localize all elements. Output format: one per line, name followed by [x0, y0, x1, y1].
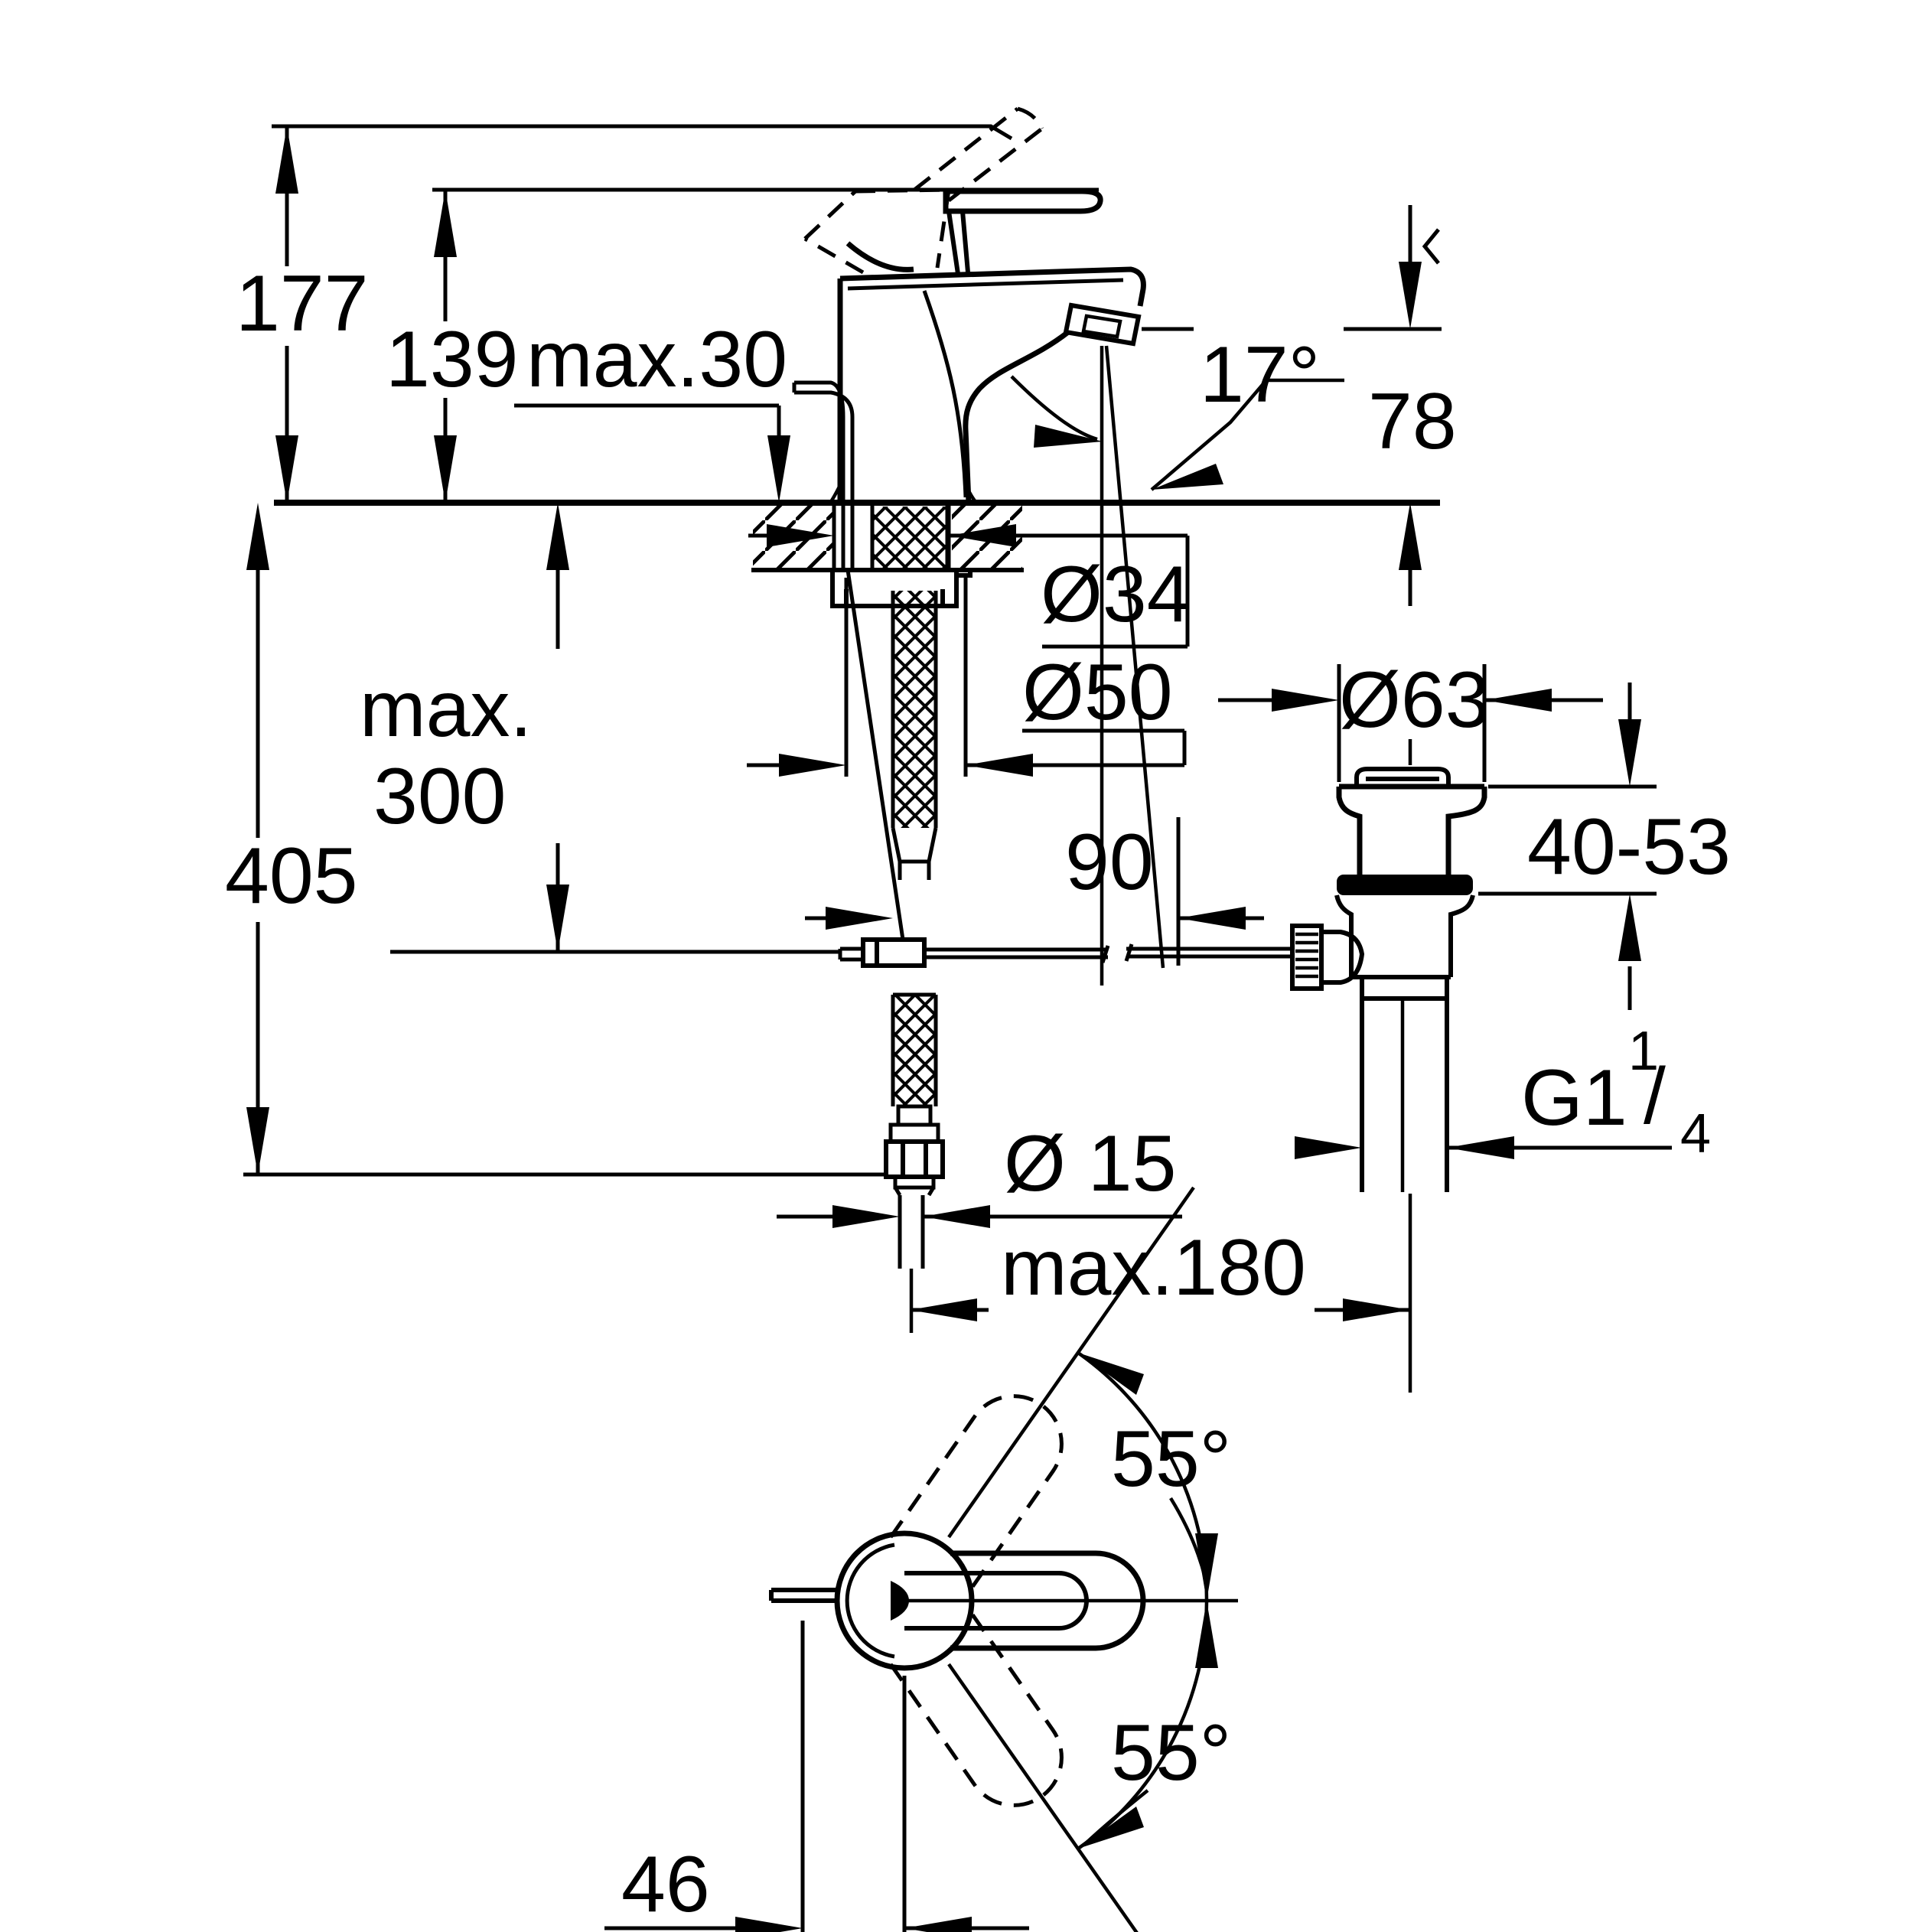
linkage-stub	[838, 946, 863, 962]
dim-thread-base-label: G1	[1521, 1054, 1627, 1142]
dim-supply-pipe-label: Ø 15	[1004, 1119, 1176, 1208]
popup-pull-rod	[792, 380, 905, 940]
linkage-rod-right	[1124, 943, 1292, 962]
aerator-inner	[1081, 314, 1122, 339]
linkage-t-block	[861, 937, 927, 968]
leader-55-down	[1083, 1789, 1149, 1846]
dim-outlet-height-label: 78	[1368, 377, 1457, 466]
drain-tailpipe	[1360, 999, 1449, 1192]
dim-flange-diameter-label: Ø63	[1339, 656, 1490, 744]
faucet-body-top-inner	[847, 278, 1124, 291]
hose-connector	[888, 1104, 940, 1144]
stream-line	[1104, 345, 1165, 969]
below-deck-plumbing	[830, 572, 1292, 1333]
drain-flange	[1336, 784, 1487, 875]
dim-o50-lines	[747, 578, 1187, 777]
dim-90-lines	[805, 817, 1264, 966]
dim-thread-slash: /	[1644, 1052, 1666, 1141]
drain-seal	[1337, 875, 1473, 895]
lever-pivot-dome	[845, 241, 914, 272]
top-view-pin	[891, 1581, 909, 1621]
dim-o63-lines	[1218, 664, 1603, 782]
swing-arc	[1010, 375, 1098, 441]
dim-rod-offset-label: 46	[621, 1840, 710, 1929]
faucet-spout-underside	[963, 330, 1070, 503]
side-view-faucet	[792, 106, 1344, 986]
dim-hose-clearance-value: 300	[373, 752, 507, 841]
top-view-rod	[769, 1588, 839, 1603]
dim-177-lines	[272, 124, 1013, 503]
leader-55-up	[1169, 1497, 1207, 1579]
dim-max30-leader	[514, 403, 781, 451]
hose-end-fitting	[891, 827, 938, 880]
tilt-line-up	[947, 1186, 1195, 1539]
drain-assembly	[1290, 739, 1487, 1393]
dim-lever-height-label: 139	[386, 315, 519, 404]
dim-total-clearance-label: 405	[225, 832, 358, 920]
top-view: 55° 55° 46	[604, 1186, 1238, 1932]
dim-90-label: 90	[1065, 818, 1154, 907]
angle-leader	[1150, 378, 1344, 491]
dim-swivel-up-label: 55°	[1111, 1415, 1231, 1504]
drain-plug-cap	[1354, 767, 1451, 787]
lever-neck	[946, 210, 970, 275]
drain-collar	[1360, 977, 1449, 1001]
dim-overall-height-label: 177	[236, 259, 369, 348]
stream-angle-graphics	[1010, 345, 1344, 986]
linkage-rod-left	[924, 945, 1110, 963]
countertop	[274, 500, 1440, 572]
dim-base-diameter-label: Ø50	[1022, 648, 1173, 737]
dim-deck-thickness-label: max.30	[526, 315, 787, 404]
handle-ghost-down	[888, 1608, 1064, 1807]
drain-body	[1334, 894, 1475, 979]
dimensions: 177 139 max.30 17° 78 Ø34 Ø50 90 max. 30…	[225, 124, 1731, 1321]
faucet-body-top	[839, 266, 1146, 307]
hex-nut	[884, 1139, 945, 1179]
popup-linkage	[838, 937, 1292, 968]
dim-thread-denominator: 4	[1680, 1103, 1711, 1165]
drain-knob	[1290, 924, 1365, 991]
lever-handle	[943, 188, 1103, 214]
dim-46-lines	[604, 1621, 1029, 1932]
dim-78-lines	[1408, 205, 1440, 606]
pipe-collar	[893, 1175, 936, 1197]
dim-clamping-range-label: 40-53	[1527, 803, 1731, 891]
dim-hole-diameter-label: Ø34	[1041, 550, 1191, 639]
dim-hose-clearance-word: max.	[360, 665, 532, 754]
threaded-shank	[872, 507, 947, 568]
swing-arc-arrow	[1034, 425, 1103, 448]
dim-o34-lines	[748, 533, 1190, 649]
dim-spout-angle-label: 17°	[1200, 331, 1320, 419]
aerator	[1063, 302, 1142, 347]
dim-4053-lines	[1478, 683, 1657, 1010]
supply-pipe	[898, 1195, 925, 1269]
dim-swivel-down-label: 55°	[1111, 1709, 1231, 1797]
supply-hose-braid-upper	[893, 591, 936, 828]
dim-axis-distance-label: max.180	[1001, 1223, 1306, 1312]
dim-thread-numerator: 1	[1628, 1021, 1659, 1082]
handle-ghost-up	[888, 1394, 1064, 1594]
faucet-body-crease	[922, 290, 968, 498]
tilt-line-down	[947, 1663, 1139, 1932]
top-view-inner-arc	[845, 1543, 895, 1659]
supply-hose-braid-lower	[893, 995, 936, 1106]
angle-leader-arrow	[1152, 464, 1223, 490]
